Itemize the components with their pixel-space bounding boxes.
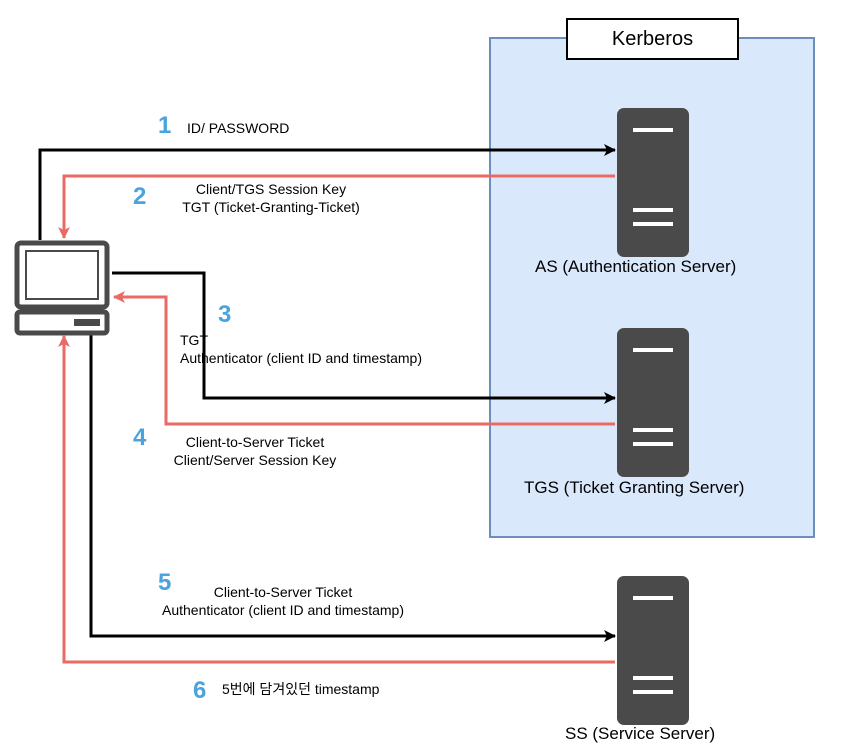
step-2-label: Client/TGS Session Key TGT (Ticket-Grant…	[156, 180, 386, 216]
arrow-step-5	[89, 334, 616, 642]
step-4-number: 4	[133, 424, 147, 451]
client-computer-icon	[14, 240, 110, 336]
step-6-number: 6	[193, 677, 207, 704]
step-1-label: ID/ PASSWORD	[187, 120, 290, 136]
step-5-line-1: Client-to-Server Ticket	[213, 584, 353, 600]
step-5-line-2: Authenticator (client ID and timestamp)	[162, 602, 404, 618]
kerberos-title: Kerberos	[566, 18, 739, 60]
step-4-line-2: Client/Server Session Key	[173, 452, 337, 468]
step-1-number: 1	[158, 112, 172, 139]
step-3-line-2: Authenticator (client ID and timestamp)	[180, 350, 422, 366]
tgs-server-label: TGS (Ticket Granting Server)	[524, 478, 745, 497]
ss-server-label: SS (Service Server)	[565, 724, 716, 743]
step-5-number: 5	[158, 569, 172, 596]
step-5-label: Client-to-Server Ticket Authenticator (c…	[125, 583, 441, 619]
step-3-line-1: TGT	[180, 332, 208, 348]
ss-server-icon	[617, 576, 689, 725]
step-2-line-1: Client/TGS Session Key	[195, 181, 347, 197]
step-3-label: TGT Authenticator (client ID and timesta…	[180, 331, 422, 367]
step-4-line-1: Client-to-Server Ticket	[185, 434, 325, 450]
step-2-number: 2	[133, 183, 147, 210]
arrow-step-1	[38, 144, 616, 240]
arrow-step-4	[113, 291, 615, 426]
arrow-step-2	[58, 174, 615, 239]
as-server-icon	[617, 108, 689, 257]
tgs-server-icon	[617, 328, 689, 477]
step-6-label: 5번에 담겨있던 timestamp	[222, 681, 380, 697]
step-4-label: Client-to-Server Ticket Client/Server Se…	[150, 433, 360, 469]
arrow-step-3	[112, 271, 616, 404]
arrow-step-6	[58, 335, 615, 664]
step-3-number: 3	[218, 301, 232, 328]
step-2-line-2: TGT (Ticket-Granting-Ticket)	[182, 199, 360, 215]
as-server-label: AS (Authentication Server)	[535, 257, 737, 276]
